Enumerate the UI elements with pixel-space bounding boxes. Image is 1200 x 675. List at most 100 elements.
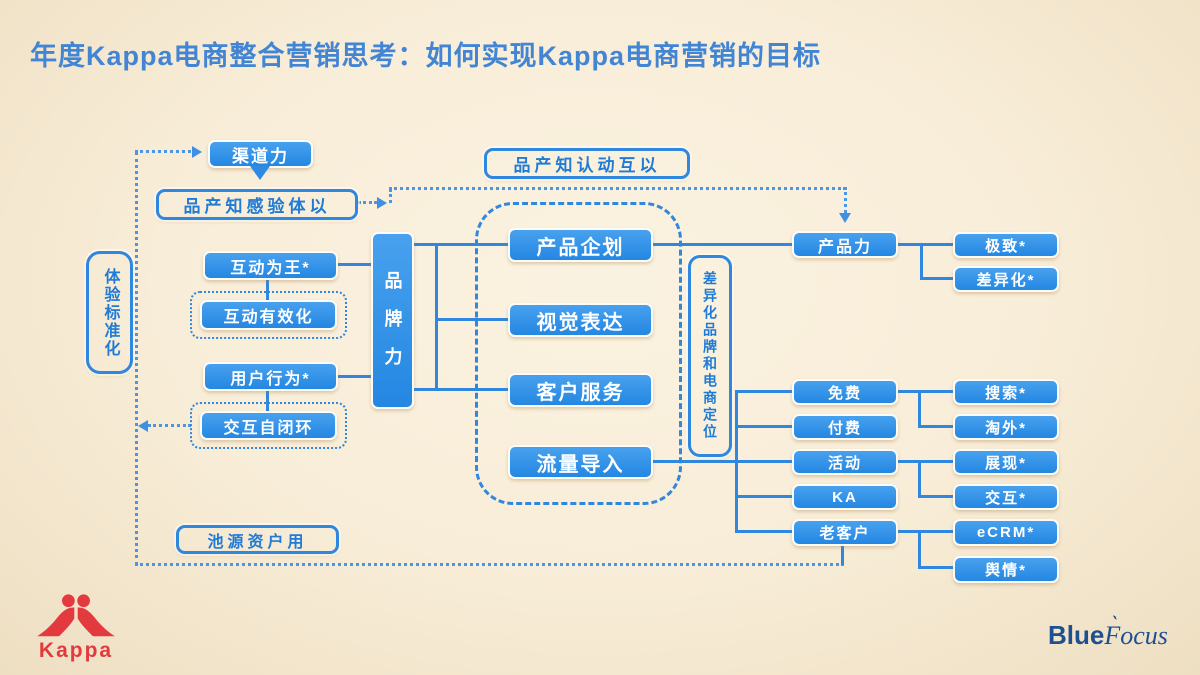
connector-to-jiaohu	[918, 495, 953, 498]
connector-chanpinli-stub	[898, 243, 922, 246]
connector-to-zhanxian	[918, 460, 953, 463]
node-sousuo-label: 搜索*	[985, 384, 1027, 402]
node-yuqing: 舆情*	[953, 556, 1059, 583]
node-pin-gan-yan-label: 品产知感验体以	[183, 197, 331, 216]
node-ecrm: eCRM*	[953, 519, 1059, 546]
node-kehu-fuwu-label: 客户服务	[536, 381, 625, 404]
node-shijue-biaoda: 视觉表达	[508, 303, 653, 337]
node-chayihua: 差异化*	[953, 266, 1059, 292]
node-yonghu-xingwei-label: 用户行为*	[230, 370, 311, 388]
qudaoli-tail-icon	[250, 166, 270, 180]
connector-mianfei-stub	[898, 390, 920, 393]
node-chanpinli: 产品力	[792, 231, 898, 258]
node-yonghu-xingwei: 用户行为*	[203, 362, 338, 391]
bluefocus-text-focus: Focus	[1104, 621, 1168, 650]
connector-to-biaoda	[435, 318, 508, 321]
node-tiyan-biaozhunhua: 体验标准化	[86, 251, 133, 374]
node-pin-gan-yan: 品产知感验体以	[156, 189, 358, 220]
arrow-left-zibihuan-icon	[138, 420, 148, 432]
connector-pinpaili-bracket	[435, 243, 438, 391]
node-jizhi: 极致*	[953, 232, 1059, 258]
dotted-wrap-zibihuan	[190, 402, 347, 449]
node-huodong: 活动	[792, 449, 898, 475]
connector-huodong-bracket	[918, 460, 921, 498]
node-chanpin-qihua-label: 产品企划	[536, 236, 625, 259]
node-chayihua-label: 差异化*	[976, 271, 1036, 289]
connector-to-ka	[735, 495, 792, 498]
connector-mianfei-bracket	[918, 390, 921, 428]
arrow-down-chanpinli-icon	[839, 213, 851, 223]
node-sousuo: 搜索*	[953, 379, 1059, 405]
dotted-line-bottom	[135, 563, 844, 566]
connector-to-yuqing	[918, 566, 953, 569]
dashed-group-container	[475, 202, 682, 505]
kappa-figures-icon	[37, 594, 115, 637]
node-taowai-label: 淘外*	[985, 419, 1027, 437]
node-jiaohu-zibihuan: 交互自闭环	[200, 411, 337, 440]
bluefocus-logo: ` BlueFocus	[1048, 613, 1168, 651]
node-hudong-weiwang: 互动为王*	[203, 251, 338, 280]
dotted-line-top	[389, 187, 846, 190]
kappa-logo: Kappa	[26, 594, 126, 663]
node-shijue-biaoda-label: 视觉表达	[536, 311, 625, 334]
node-laokehu-label: 老客户	[819, 525, 871, 542]
node-chiyuan: 池源资户用	[176, 525, 339, 554]
node-liuliang-daoru: 流量导入	[508, 445, 653, 479]
connector-to-fuwu	[435, 388, 508, 391]
node-jiaohu: 交互*	[953, 484, 1059, 510]
kappa-logo-text: Kappa	[38, 639, 114, 662]
connector-laokehu-bottom	[841, 546, 844, 565]
node-hudong-weiwang-label: 互动为王*	[230, 259, 311, 277]
node-zhanxian: 展现*	[953, 449, 1059, 475]
connector-to-taowai	[918, 425, 953, 428]
connector-weiwang-pinpaili	[338, 263, 371, 266]
dotted-wrap-youxiaohua	[190, 291, 347, 339]
node-taowai: 淘外*	[953, 414, 1059, 440]
node-chiyuan-label: 池源资户用	[207, 533, 308, 551]
node-qudaoli-label: 渠道力	[232, 146, 289, 166]
connector-laokehu-stub	[898, 530, 920, 533]
dotted-line-from-ganyan	[358, 201, 377, 204]
node-chanpinli-label: 产品力	[817, 238, 872, 256]
dotted-elbow-up	[389, 189, 392, 203]
connector-liuliang-out	[653, 460, 737, 463]
node-fufei-label: 付费	[827, 419, 862, 437]
node-chanpin-qihua: 产品企划	[508, 228, 653, 262]
arrow-right-qudaoli-icon	[192, 146, 202, 158]
connector-to-ecrm	[918, 530, 953, 533]
node-jizhi-label: 极致*	[985, 237, 1027, 255]
node-mianfei: 免费	[792, 379, 898, 405]
connector-to-fufei	[735, 425, 792, 428]
node-qudaoli: 渠道力	[208, 140, 313, 168]
node-chayihua-dingwei: 差异化品牌和电商定位	[688, 255, 732, 457]
node-ka-label: KA	[832, 488, 858, 506]
node-ecrm-label: eCRM*	[976, 524, 1036, 541]
node-jiaohu-zibihuan-label: 交互自闭环	[223, 419, 314, 437]
connector-to-mianfei	[735, 390, 792, 393]
connector-to-jizhi	[920, 243, 953, 246]
node-huodong-label: 活动	[827, 454, 862, 472]
connector-to-qihua	[435, 243, 508, 246]
node-hudong-youxiaohua-label: 互动有效化	[223, 309, 314, 326]
node-zhanxian-label: 展现*	[985, 454, 1027, 472]
node-ka: KA	[792, 484, 898, 510]
connector-to-huodong	[735, 460, 792, 463]
connector-chanpinli-bracket	[920, 243, 923, 280]
node-yuqing-label: 舆情*	[985, 562, 1027, 579]
connector-laokehu-bracket	[918, 530, 921, 569]
node-liuliang-daoru-label: 流量导入	[536, 453, 625, 476]
arrow-right-topline-icon	[377, 197, 387, 209]
node-jiaohu-label: 交互*	[985, 489, 1027, 507]
connector-huodong-stub	[898, 460, 920, 463]
node-fufei: 付费	[792, 414, 898, 440]
node-hudong-youxiaohua: 互动有效化	[200, 300, 337, 330]
bluefocus-text-blue: Blue	[1048, 620, 1105, 650]
connector-weiwang-youxiaohua	[266, 280, 269, 301]
connector-pinpaili-stub-bottom	[414, 388, 437, 391]
connector-to-chayihua	[920, 277, 953, 280]
dotted-line-to-qudaoli	[135, 150, 191, 153]
connector-pinpaili-stub-top	[414, 243, 437, 246]
node-pin-ren-dong-label: 品产知认动互以	[513, 156, 661, 175]
connector-qihua-chanpinli	[653, 243, 792, 246]
